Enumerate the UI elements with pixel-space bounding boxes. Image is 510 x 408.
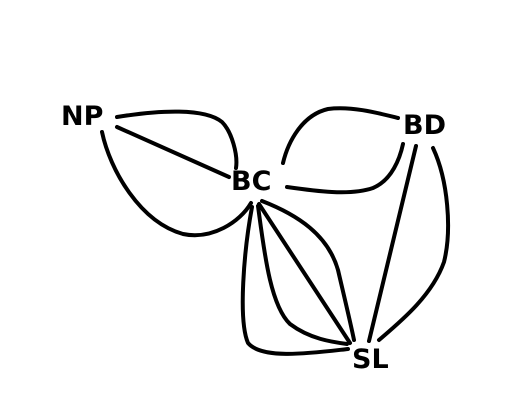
edge-bd-sl-curved: [377, 146, 451, 342]
node-np-label: NP: [61, 101, 103, 132]
edge-bd-sl-straight: [367, 144, 418, 343]
edge-bc-bd-upper: [281, 106, 400, 165]
edge-bc-sl-inner-left: [256, 204, 349, 346]
edge-bc-sl-right: [260, 199, 356, 342]
node-sl-label: SL: [352, 344, 389, 375]
edge-bc-sl-straight: [257, 202, 352, 345]
edge-bc-bd-lower: [285, 142, 405, 195]
edge-bc-sl-outer-left: [240, 205, 350, 356]
edge-np-bc-upper: [115, 109, 239, 170]
edge-np-bc-lower: [100, 130, 253, 238]
node-bd-label: BD: [403, 110, 446, 141]
node-bc-label: BC: [231, 166, 271, 197]
edge-np-bc-straight: [115, 125, 231, 179]
